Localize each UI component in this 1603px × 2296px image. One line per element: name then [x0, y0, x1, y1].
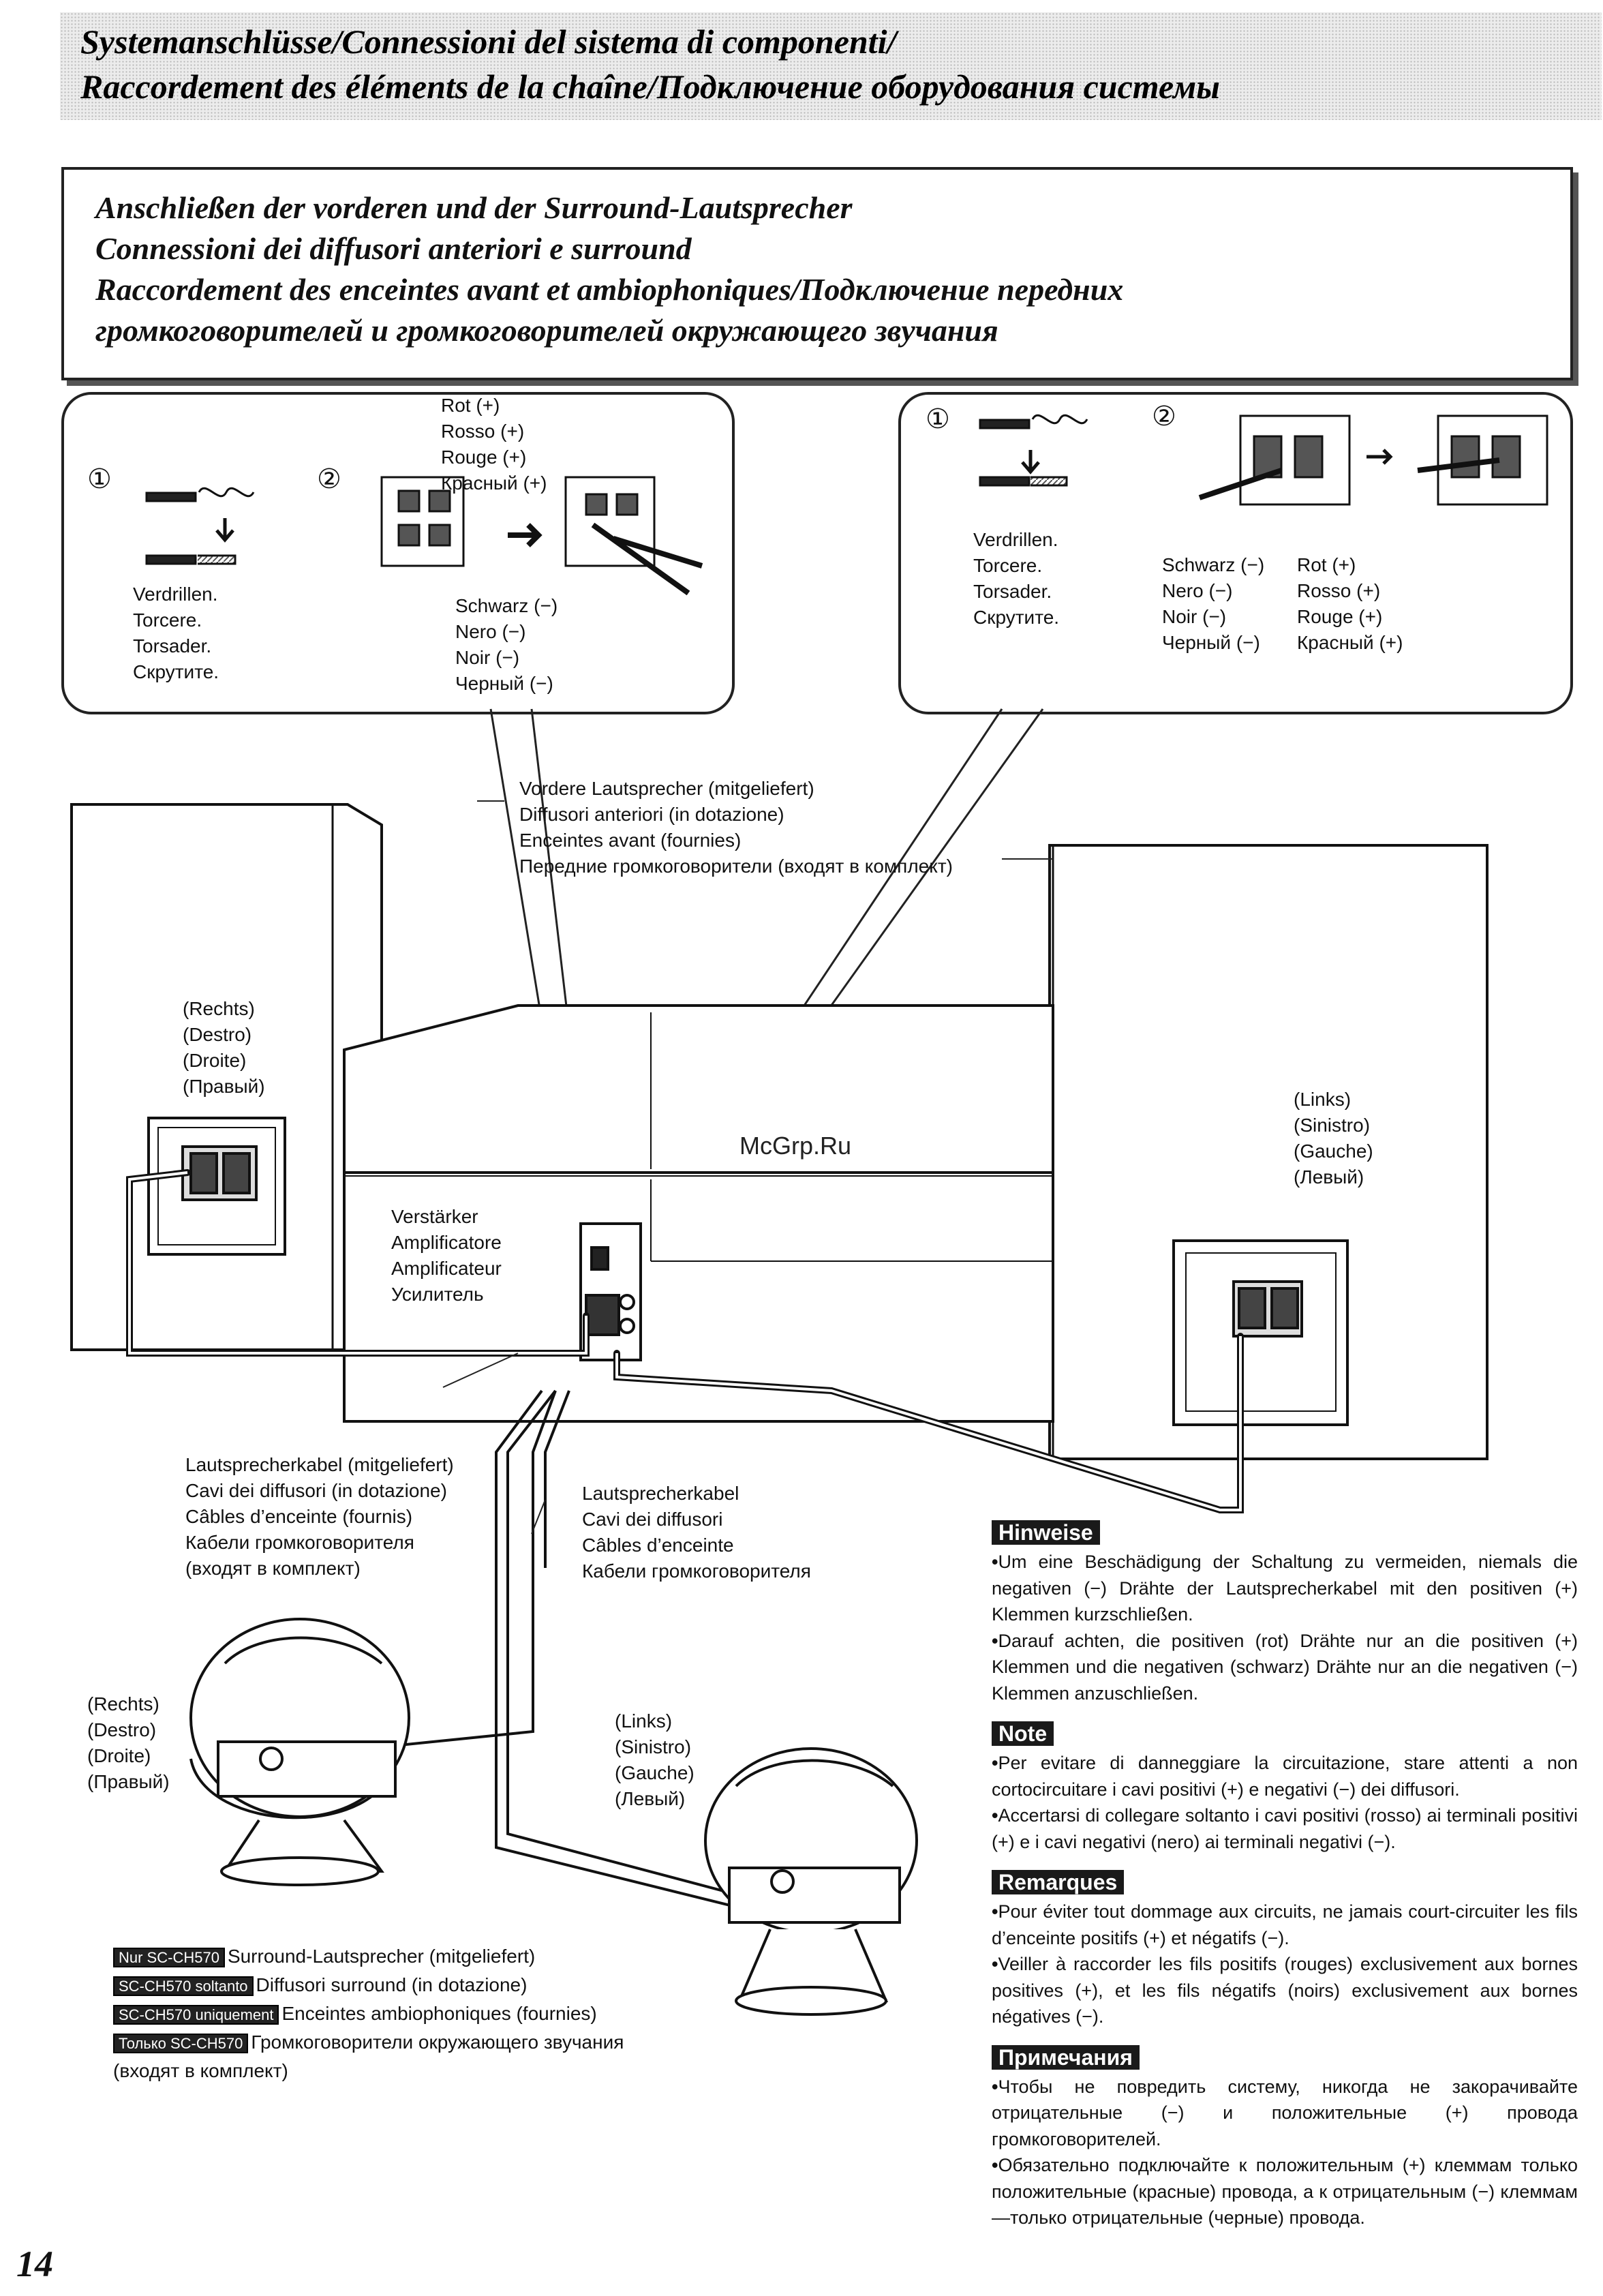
notes-column: Hinweise •Um eine Beschädigung der Schal… — [992, 1519, 1578, 2231]
hinweise-heading: Hinweise — [992, 1520, 1100, 1545]
step-2-marker-right: ② — [1152, 402, 1176, 432]
callout-left — [61, 392, 735, 714]
legend-line-tail: (входят в комплект) — [113, 2060, 288, 2081]
label-leader-lines — [442, 800, 1053, 1535]
section-heading-line-2: Connessioni dei diffusori anteriori e su… — [95, 231, 692, 266]
section-heading-line-3: Raccordement des enceintes avant et ambi… — [95, 272, 1124, 307]
step-1-marker-left: ① — [87, 464, 112, 494]
callout-right — [898, 392, 1573, 714]
primechaniya-item: •Обязательно подключайте к положительным… — [992, 2155, 1578, 2228]
note-heading: Note — [992, 1721, 1054, 1746]
remarques-heading: Remarques — [992, 1870, 1125, 1894]
red-wire-label-left: Rot (+)Rosso (+) Rouge (+)Красный (+) — [441, 395, 547, 494]
twist-instruction-right: Verdrillen.Torcere. Torsader.Скрутите. — [973, 529, 1060, 628]
speaker-cable-supplied-label: Lautsprecherkabel (mitgeliefert)Cavi dei… — [185, 1454, 454, 1579]
front-speaker-left — [1048, 844, 1488, 1460]
front-speaker-right — [70, 803, 383, 1351]
black-wire-label-right: Schwarz (−)Nero (−) Noir (−)Черный (−) — [1162, 554, 1265, 653]
callout-left-illustration — [145, 476, 703, 596]
remarques-item: •Veiller à raccorder les fils positifs (… — [992, 1954, 1578, 2027]
front-left-label: (Links)(Sinistro) (Gauche)(Левый) — [1294, 1089, 1373, 1188]
step-2-marker-left: ② — [317, 464, 341, 494]
surround-right-label: (Rechts)(Destro) (Droite)(Правый) — [87, 1693, 170, 1792]
remarques-item: •Pour éviter tout dommage aux circuits, … — [992, 1901, 1578, 1948]
amplifier-unit — [343, 1004, 1054, 1423]
hinweise-item: •Um eine Beschädigung der Schaltung zu v… — [992, 1552, 1578, 1625]
note-item: •Per evitare di danneggiare la circuitaz… — [992, 1753, 1578, 1800]
primechaniya-heading: Примечания — [992, 2044, 1140, 2070]
page-number: 14 — [16, 2244, 53, 2284]
surround-speaker-right — [189, 1618, 410, 1886]
front-speakers-label: Vordere Lautsprecher (mitgeliefert)Diffu… — [519, 778, 953, 877]
step-1-marker-right: ① — [926, 404, 950, 434]
red-wire-label-right: Rot (+)Rosso (+) Rouge (+)Красный (+) — [1297, 554, 1403, 653]
surround-left-label: (Links)(Sinistro) (Gauche)(Левый) — [615, 1710, 694, 1809]
primechaniya-item: •Чтобы не повредить систему, никогда не … — [992, 2076, 1578, 2149]
note-item: •Accertarsi di collegare soltanto i cavi… — [992, 1805, 1578, 1852]
hinweise-item: •Darauf achten, die positiven (rot) Dräh… — [992, 1630, 1578, 1704]
callout-right-illustration — [979, 414, 1548, 506]
front-right-label: (Rechts)(Destro) (Droite)(Правый) — [183, 998, 265, 1097]
twist-instruction-left: Verdrillen.Torcere. Torsader.Скрутите. — [133, 584, 219, 682]
header-banner: Systemanschlüsse/Connessioni del sistema… — [60, 12, 1602, 120]
section-heading-box: Anschließen der vorderen und der Surroun… — [61, 167, 1573, 380]
surround-speaker-left — [704, 1747, 918, 2016]
section-heading-line-4: громкоговорителей и громкоговорителей ок… — [95, 313, 998, 348]
watermark: McGrp.Ru — [739, 1132, 852, 1160]
black-wire-label-left: Schwarz (−)Nero (−) Noir (−)Черный (−) — [455, 595, 558, 694]
page-title-line-2: Raccordement des éléments de la chaîne/П… — [80, 67, 1220, 106]
page-title-line-1: Systemanschlüsse/Connessioni del sistema… — [80, 22, 897, 61]
section-heading-line-1: Anschließen der vorderen und der Surroun… — [95, 190, 853, 225]
